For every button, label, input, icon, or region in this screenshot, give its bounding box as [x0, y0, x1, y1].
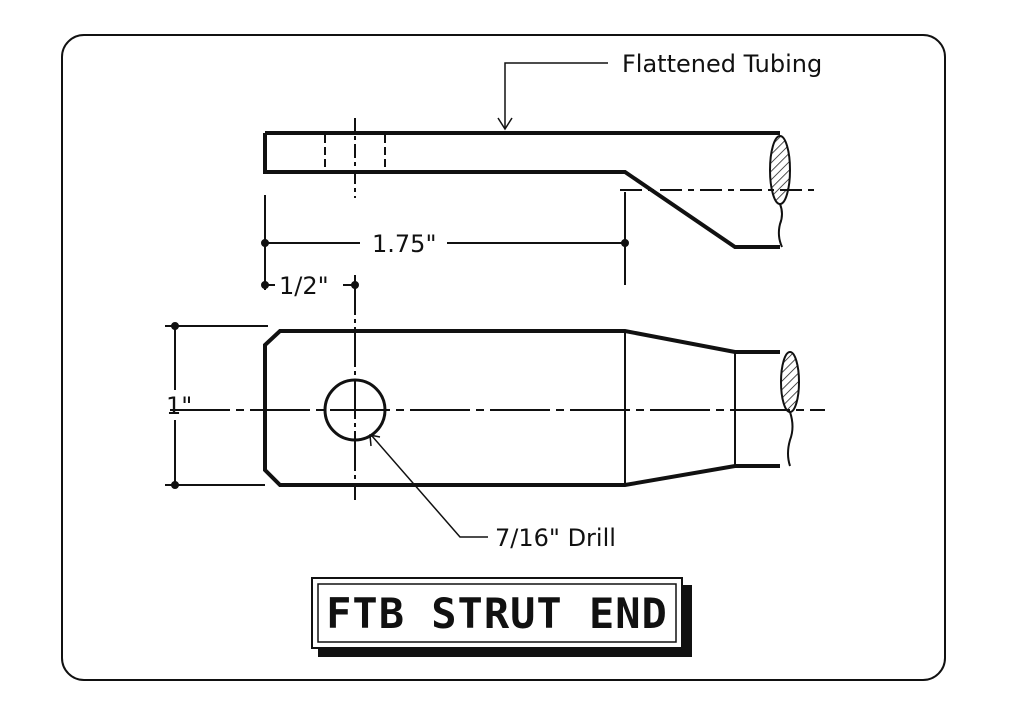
drawing-title: FTB STRUT END: [326, 589, 668, 638]
hole-offset-dimension-label: 1/2": [279, 272, 329, 300]
flattened-tubing-label: Flattened Tubing: [622, 50, 822, 78]
drawing-frame: [61, 34, 946, 681]
drill-label: 7/16" Drill: [495, 524, 616, 552]
section-hatch: [769, 135, 791, 205]
length-dimension-label: 1.75": [372, 230, 436, 258]
title-block: FTB STRUT END: [311, 577, 692, 657]
dimension-1-75: [261, 192, 629, 290]
section-hatch: [780, 351, 800, 413]
drill-hole: [323, 378, 387, 442]
dimension-1-2: [261, 275, 359, 500]
width-dimension-label: 1": [166, 392, 192, 420]
tubing-leader: [497, 62, 608, 131]
dimension-1: [165, 322, 268, 489]
top-view: [170, 329, 825, 487]
side-view: [263, 118, 820, 249]
drill-leader: [369, 434, 488, 538]
